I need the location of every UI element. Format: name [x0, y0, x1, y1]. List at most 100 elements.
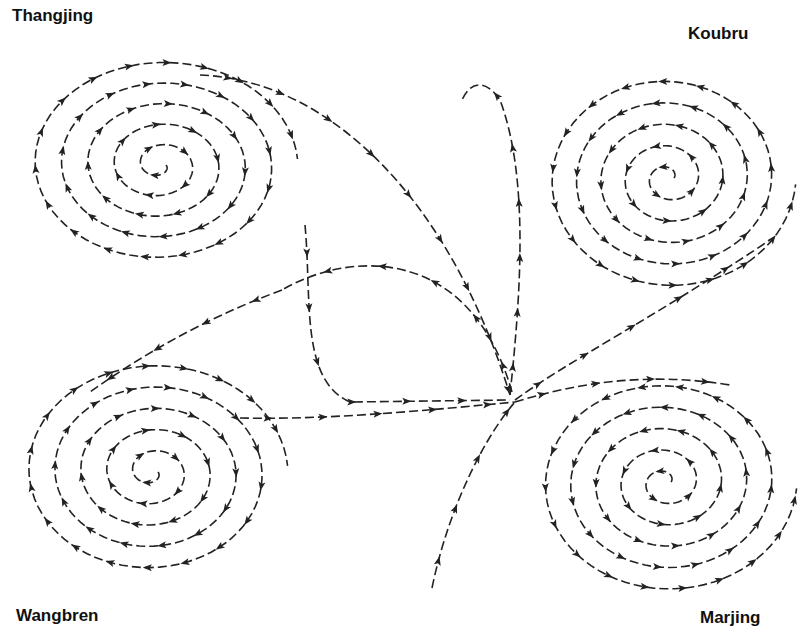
arrow-head: [620, 83, 631, 92]
arrow-head: [741, 154, 750, 165]
arrow-head: [170, 452, 181, 463]
arrow-head: [568, 496, 577, 506]
arrow-head: [767, 163, 775, 173]
arrow-head: [619, 465, 629, 476]
arrow-head: [741, 414, 752, 425]
arrow-head: [58, 145, 67, 155]
arrow-head: [706, 139, 717, 150]
arrow-head: [229, 130, 240, 141]
arrow-head: [84, 435, 95, 446]
arrow-head: [220, 503, 231, 514]
arrow-head: [62, 182, 72, 193]
arrow-head: [213, 153, 222, 163]
arrow-head: [485, 332, 495, 343]
arrow-head: [215, 91, 226, 101]
arrow-head: [470, 312, 481, 323]
arrow-head: [138, 499, 148, 507]
arrow-head: [303, 248, 310, 257]
arrow-head: [597, 181, 605, 191]
arrow-head: [58, 496, 68, 507]
arrow-head: [429, 277, 440, 287]
arrow-head: [151, 121, 161, 129]
arrow-head: [83, 523, 94, 534]
arrow-head: [435, 234, 446, 245]
arrow-head: [650, 446, 660, 454]
arrow-head: [126, 105, 137, 114]
arrow-head: [599, 235, 610, 246]
arrow-head: [636, 123, 647, 133]
arrow-head: [719, 175, 727, 185]
arrow-head: [651, 99, 661, 107]
arrow-head: [89, 398, 100, 409]
arrow-head: [643, 234, 654, 243]
arrow-head: [27, 482, 36, 492]
arrow-head: [656, 520, 666, 528]
arrow-head: [36, 126, 46, 137]
arrow-head: [720, 264, 731, 275]
arrow-head: [572, 549, 583, 560]
arrow-head: [199, 63, 209, 72]
arrow-head: [675, 383, 685, 391]
arrow-head: [653, 563, 663, 571]
arrow-head: [51, 460, 59, 470]
arrow-head: [180, 558, 190, 567]
arrow-head: [600, 393, 611, 403]
arrow-head: [305, 303, 313, 312]
arrow-head: [605, 444, 616, 455]
arrow-head: [172, 209, 182, 218]
arrow-head: [124, 62, 134, 71]
arrow-head: [623, 163, 633, 174]
arrow-head: [551, 201, 560, 211]
arrow-head: [774, 529, 785, 540]
arrow-head: [660, 404, 669, 411]
arrow-head: [120, 228, 131, 237]
arrow-head: [586, 133, 597, 144]
place-label: Koubru: [688, 24, 748, 44]
arrow-head: [232, 468, 240, 477]
arrow-head: [786, 200, 796, 211]
arrow-head: [134, 210, 144, 219]
arrow-head: [140, 253, 150, 261]
arrow-head: [567, 234, 578, 245]
arrow-head: [542, 483, 550, 492]
arrow-head: [149, 171, 159, 179]
arrow-head: [179, 146, 190, 157]
arrow-head: [434, 555, 443, 565]
arrow-head: [105, 558, 116, 567]
flow-path: [432, 402, 515, 588]
arrow-head: [658, 78, 667, 85]
arrow-head: [179, 364, 189, 373]
arrow-head: [651, 190, 662, 201]
arrow-head: [151, 405, 160, 412]
arrow-head: [548, 445, 558, 456]
whirl-spiral: [35, 63, 297, 258]
arrow-head: [106, 479, 117, 490]
whirl-spiral: [552, 81, 796, 285]
arrow-head: [377, 263, 387, 271]
arrow-head: [250, 295, 261, 305]
arrow-head: [32, 164, 40, 174]
arrow-head: [57, 95, 68, 106]
arrow-head: [742, 467, 750, 477]
arrow-head: [177, 251, 187, 259]
flow-path: [305, 225, 510, 402]
arrow-head: [192, 529, 203, 539]
arrow-head: [754, 126, 765, 137]
whirl-spiral: [546, 386, 797, 589]
arrow-head: [501, 406, 512, 417]
arrow-head: [509, 362, 517, 372]
arrow-head: [752, 518, 763, 529]
arrow-head: [514, 308, 522, 317]
arrow-head: [213, 238, 224, 248]
arrow-head: [508, 143, 516, 153]
arrow-head: [113, 411, 124, 421]
arrow-head: [762, 446, 772, 457]
arrow-head: [739, 230, 750, 241]
arrow-head: [70, 541, 81, 552]
arrow-head: [84, 161, 91, 170]
flow-path: [240, 402, 515, 418]
arrow-head: [275, 88, 286, 98]
arrow-head: [246, 395, 257, 406]
arrow-head: [705, 275, 716, 284]
arrow-head: [42, 410, 53, 421]
